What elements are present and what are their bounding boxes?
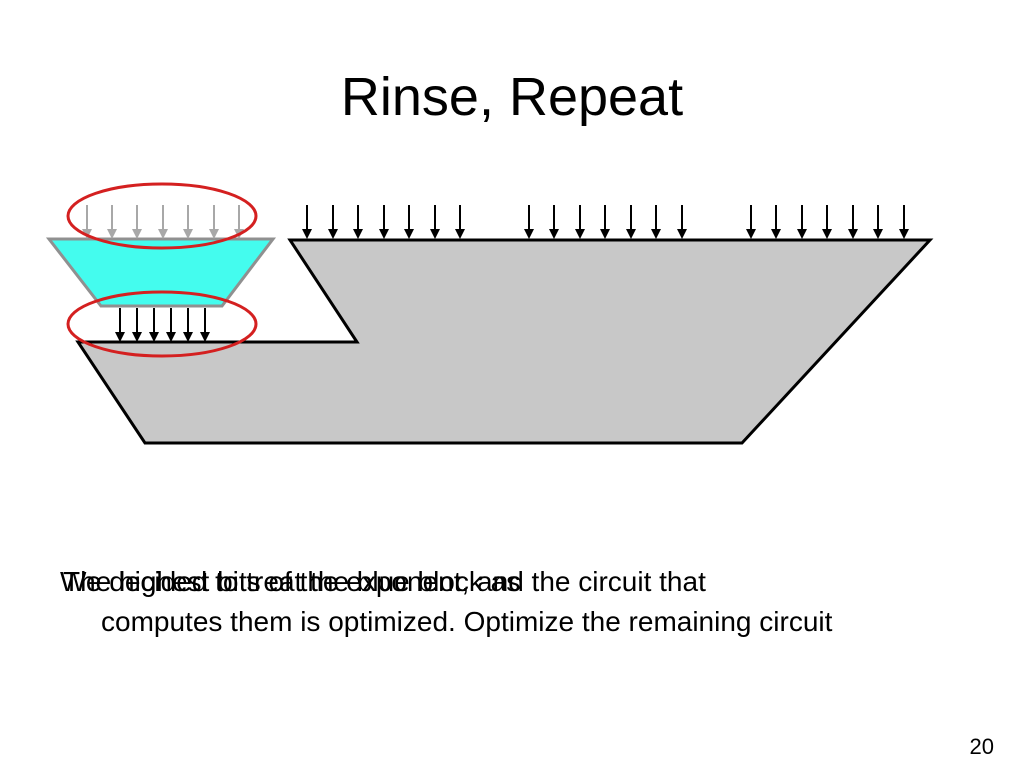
caption-overlap-line-a: We decided to treat the blue block as [60,566,521,597]
highlight-ring-bottom [66,290,258,358]
slide-title: Rinse, Repeat [340,67,684,127]
caption-overlap-line-b: The highest bits of the exponent, and th… [63,566,706,597]
block-input-arrows [82,205,244,239]
page-number: 20 [969,734,994,759]
optimized-block [45,237,277,308]
caption-continuation: computes them is optimized. Optimize the… [101,606,833,637]
remaining-circuit-block [75,238,934,445]
highlight-ring-top [66,182,258,250]
input-arrows-group-2 [524,205,687,239]
input-arrows-group-1 [302,205,465,239]
input-arrows-group-3 [746,205,909,239]
block-output-arrows [115,308,210,342]
circuit-diagram [45,182,934,445]
